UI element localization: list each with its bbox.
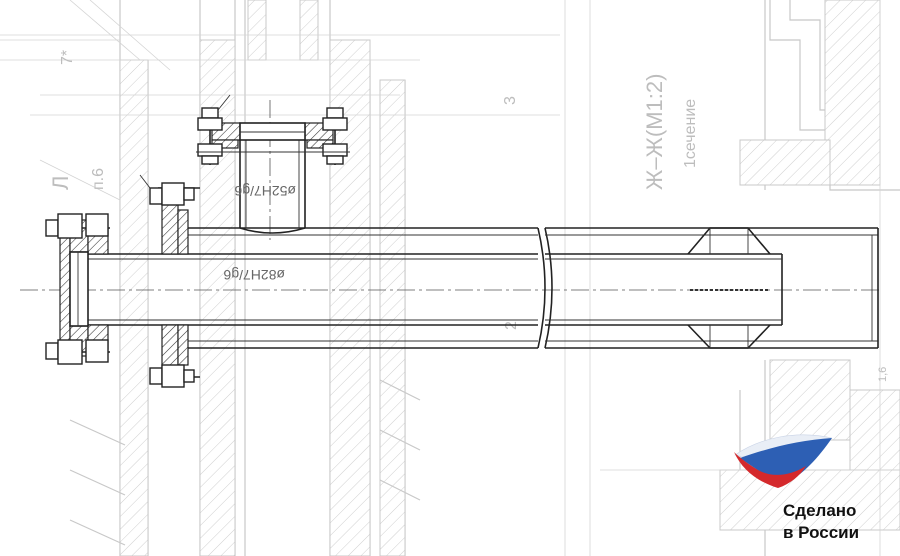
note-3: 3 <box>502 96 519 105</box>
note-L: Л <box>48 176 73 190</box>
made-in-russia-logo: Сделано в России <box>734 434 859 542</box>
dim-main-bore: ø82H7/g6 <box>223 267 285 283</box>
main-pipe-assembly <box>20 94 880 388</box>
note-16: 1,6 <box>877 367 889 382</box>
logo-wave-blue <box>740 438 832 486</box>
branch-bolt-right <box>322 107 348 165</box>
note-7: 7* <box>59 50 76 65</box>
end-bolt-bottom <box>45 339 110 365</box>
logo-line-2: в России <box>783 523 859 542</box>
flange-bolt-top <box>149 182 200 206</box>
branch-bolt-left <box>197 107 223 165</box>
section-label: Ж–Ж(М1:2) <box>642 74 667 190</box>
logo-wave-red <box>734 452 806 488</box>
section-caption: 1сечение <box>682 99 699 168</box>
note-p6: п.6 <box>90 168 107 190</box>
logo-line-1: Сделано <box>783 501 856 520</box>
dim-branch-bore: ø52H7/g6 <box>234 183 296 199</box>
end-bolt-top <box>45 213 110 239</box>
flange-bolt-bottom <box>149 364 200 388</box>
